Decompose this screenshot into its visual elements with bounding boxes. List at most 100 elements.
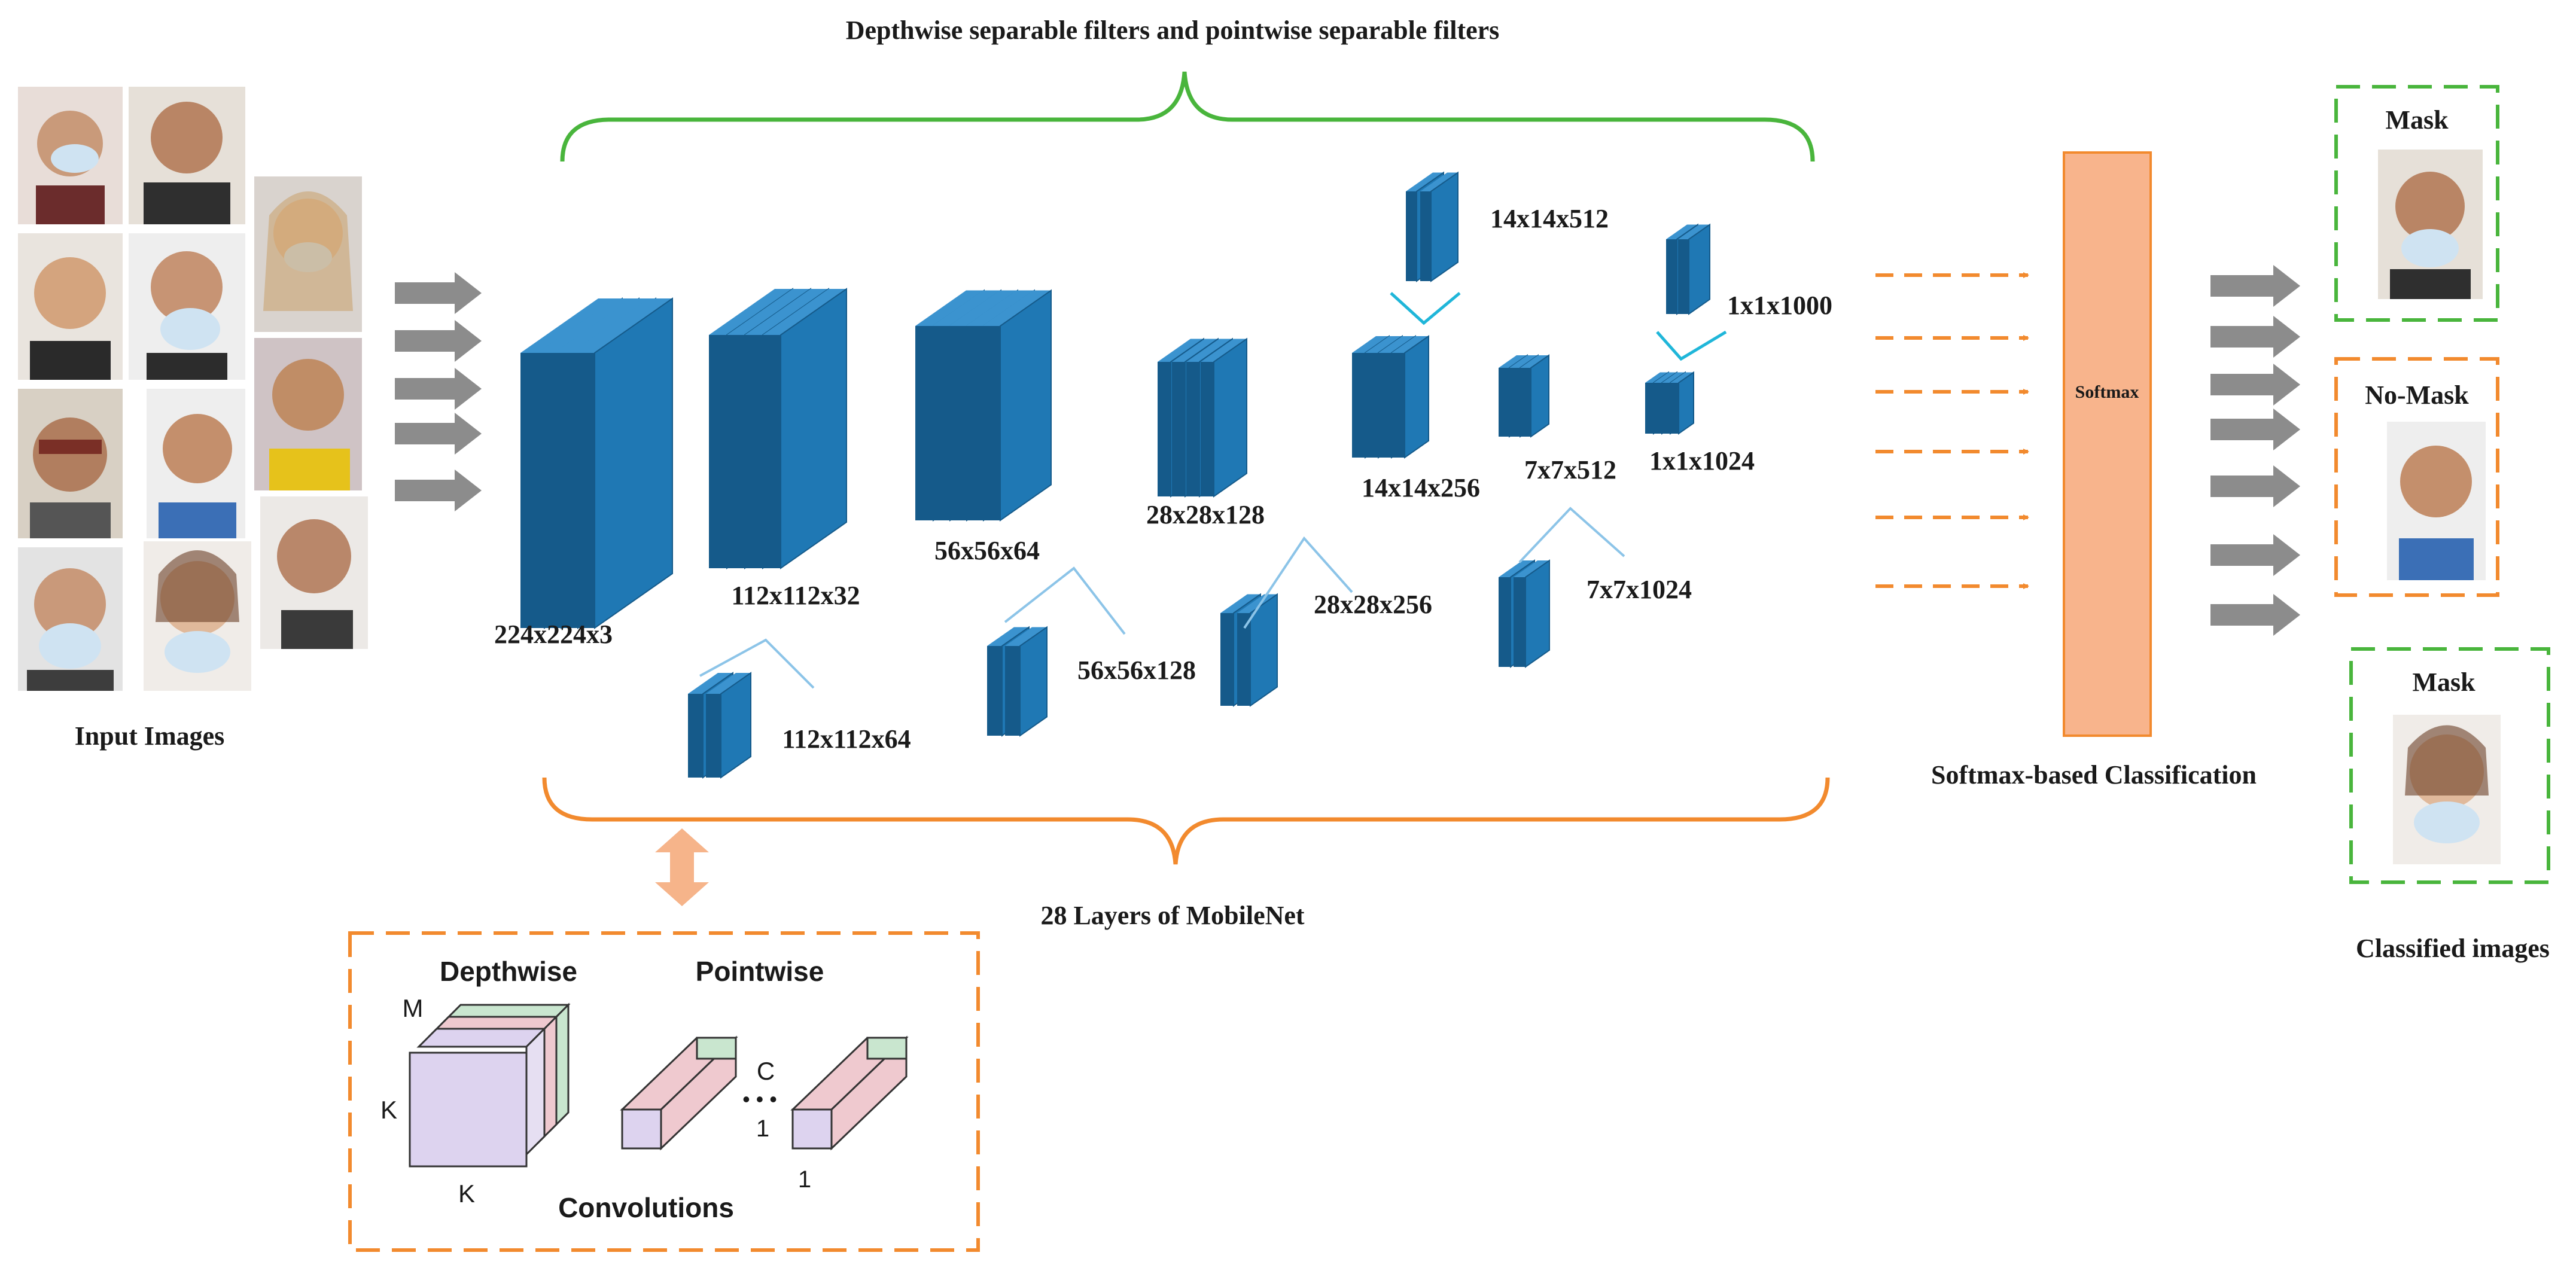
feature-map-slab-front: [932, 326, 950, 520]
c-label: C: [757, 1057, 775, 1085]
layer-label: 14x14x256: [1362, 473, 1480, 502]
layer-label: 112x112x32: [731, 581, 860, 610]
input-images-label: Input Images: [75, 721, 225, 751]
feature-map-slab: [1678, 371, 1694, 435]
feature-map-slab-top: [688, 673, 733, 694]
feature-map-slab-front: [1678, 239, 1689, 314]
one-label: 1: [798, 1166, 811, 1193]
feature-map-slab-front: [1666, 239, 1677, 314]
feature-map-slab-top: [1520, 355, 1549, 368]
feature-map-slab-front: [763, 335, 781, 568]
feature-map-slab-top: [1509, 355, 1538, 368]
feature-map-slab-front: [1499, 577, 1511, 667]
face-photo-icon: [2378, 150, 2483, 299]
feature-map-slab-top: [915, 290, 984, 326]
feature-map-slab-top: [571, 298, 672, 353]
feature-map-slab-top: [949, 290, 1018, 326]
feature-map-slab-top: [1420, 172, 1458, 191]
arrow-right-icon: [395, 272, 482, 314]
arrow-right-icon: [2210, 364, 2300, 406]
output-mask-1: Mask: [2334, 85, 2499, 322]
feature-map-slab-top: [1666, 224, 1698, 239]
feature-map-slab-top: [1645, 372, 1668, 383]
feature-map-slab: [1213, 337, 1247, 498]
input-arrows: [395, 272, 482, 511]
feature-map-slab-front: [1406, 191, 1417, 281]
feature-map-slab-top: [1352, 336, 1389, 353]
feature-map-slab-front: [1220, 613, 1234, 706]
output-mask-2: Mask: [2349, 647, 2550, 884]
layer-labels: 224x224x3 112x112x32 112x112x64 56x56x64…: [494, 204, 1832, 754]
feature-map-slab-front: [1499, 368, 1509, 437]
arrow-right-icon: [2210, 465, 2300, 507]
feature-map-slab-front: [1378, 353, 1391, 458]
arrow-right-icon: [2210, 594, 2300, 636]
softmax-caption: Softmax-based Classification: [1931, 760, 2257, 790]
feature-map-slab-front: [982, 326, 1000, 520]
one-label: 1: [756, 1116, 769, 1142]
feature-map-slab: [1525, 559, 1550, 668]
feature-map-slab: [594, 297, 673, 629]
output-arrows: [2210, 265, 2300, 636]
feature-map-slab-front: [709, 335, 727, 568]
orange-brace: [542, 777, 1830, 865]
face-photo-icon: [2387, 422, 2486, 580]
feature-map-slab-front: [1005, 646, 1020, 736]
output-label: Mask: [2412, 668, 2475, 697]
feature-map-slab-front: [1352, 353, 1365, 458]
arrow-right-icon: [2210, 409, 2300, 450]
green-brace: [560, 71, 1815, 162]
feature-map-slab-top: [1378, 336, 1415, 353]
softmax-input-arrows: [1875, 272, 2029, 589]
feature-maps: [520, 171, 1710, 779]
output-label: No-Mask: [2365, 380, 2469, 410]
k-bottom-label: K: [458, 1180, 475, 1208]
feature-map-slab-top: [745, 289, 829, 335]
face-photo-icon: [129, 233, 245, 380]
feature-map-slab-front: [1662, 383, 1670, 434]
convolutions-label: Convolutions: [558, 1192, 734, 1223]
feature-map-slab-top: [982, 290, 1051, 326]
softmax-box-label: Softmax: [2075, 382, 2139, 402]
feature-map-slab-top: [1005, 627, 1047, 646]
feature-map-slab-front: [688, 694, 703, 778]
feature-map-slab-front: [949, 326, 967, 520]
feature-map-slab-top: [1201, 339, 1247, 362]
feature-map-slab-top: [1186, 339, 1232, 362]
arrow-right-icon: [2210, 316, 2300, 358]
layer-label: 28x28x256: [1314, 590, 1432, 619]
feature-map-slab: [1404, 335, 1429, 459]
feature-map-slab: [1688, 223, 1710, 315]
feature-map-slab-front: [1654, 383, 1662, 434]
feature-map-slab-front: [966, 326, 983, 520]
depthwise-kernel-stack: [409, 1002, 571, 1168]
face-photo-icon: [18, 233, 123, 380]
k-side-label: K: [380, 1096, 397, 1124]
feature-map-slab-front: [1186, 362, 1199, 496]
layer-label: 7x7x1024: [1587, 575, 1692, 604]
feature-map-slab-front: [1237, 613, 1250, 706]
feature-map-slab-front: [745, 335, 763, 568]
feature-map-slab: [1000, 289, 1052, 522]
feature-map-slab-front: [1391, 353, 1405, 458]
output-label: Mask: [2385, 105, 2449, 135]
feature-map-slab-top: [1678, 224, 1710, 239]
arrow-right-icon: [395, 470, 482, 511]
layer-label: 1x1x1000: [1727, 291, 1832, 320]
feature-map-slab-top: [1391, 336, 1429, 353]
feature-map-slab-top: [1158, 339, 1204, 362]
feature-map-slab-front: [1158, 362, 1171, 496]
face-photo-icon: [260, 496, 368, 649]
feature-map-slab-front: [1514, 577, 1525, 667]
feature-map-slab-front: [706, 694, 721, 778]
softmax-box: [2063, 151, 2152, 737]
feature-map-slab-front: [1365, 353, 1378, 458]
face-photo-icon: [18, 87, 123, 224]
input-images: [18, 87, 368, 691]
face-photo-icon: [18, 389, 123, 538]
feature-map-slab-top: [1365, 336, 1402, 353]
feature-map-slab-top: [1499, 560, 1534, 577]
depthwise-label: Depthwise: [440, 956, 577, 987]
feature-map-slab: [1019, 626, 1048, 737]
